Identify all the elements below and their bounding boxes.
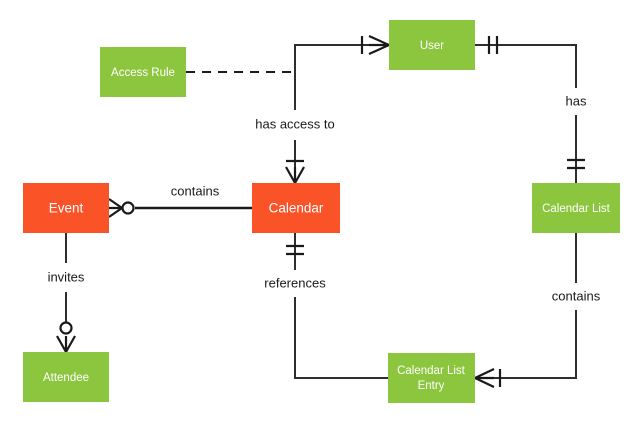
entity-event[interactable]: Event [23, 183, 109, 233]
entity-user[interactable]: User [389, 20, 475, 70]
edge-event-calendar [108, 198, 252, 218]
cardinality-exactly-one-calendar-bottom [286, 244, 304, 256]
relationship-label-has: has [566, 93, 587, 108]
relationship-label-invites: invites [48, 269, 85, 284]
cardinality-exactly-one-user-right [487, 36, 499, 54]
entity-calendar-list-box[interactable] [532, 183, 620, 233]
edge-calendarlist-contains-lower [475, 310, 577, 379]
entity-access-rule-label: Access Rule [111, 67, 175, 79]
entity-calendar-list-entry[interactable]: Calendar List Entry [388, 353, 475, 403]
entity-attendee[interactable]: Attendee [23, 352, 109, 402]
entity-user-box[interactable] [389, 20, 475, 70]
cardinality-zero-circle-attendee [59, 321, 73, 335]
edge-user-calendar [285, 34, 390, 184]
relationship-label-contains-calendar-list: contains [552, 288, 601, 303]
cardinality-exactly-one-calendarlist-top [567, 158, 585, 170]
entity-access-rule-box[interactable] [100, 47, 186, 97]
edge-calendar-calendarlistentry [286, 233, 388, 379]
cardinality-crowsfoot-attendee [56, 335, 76, 353]
entity-calendar-list-entry-label-line1: Calendar List [397, 365, 466, 377]
entity-calendar-box[interactable] [252, 183, 340, 233]
cardinality-crowsfoot-user [368, 34, 390, 56]
entity-attendee-box[interactable] [23, 352, 109, 402]
edge-user-calendarlist-upper [475, 44, 577, 88]
entity-calendar-list-label: Calendar List [542, 203, 611, 215]
edge-calendar-references-lower [294, 297, 388, 379]
entity-event-box[interactable] [23, 183, 109, 233]
entity-calendar[interactable]: Calendar [252, 183, 340, 233]
cardinality-crowsfoot-event [108, 198, 123, 218]
cardinality-zero-circle-event [121, 201, 135, 215]
entity-event-label: Event [49, 201, 84, 216]
entity-attendee-label: Attendee [43, 372, 89, 384]
edge-user-calendarlist [475, 36, 585, 183]
edge-calendarlist-calendarlistentry [474, 233, 577, 388]
relationship-label-has-access-to: has access to [255, 116, 335, 131]
entity-calendar-list[interactable]: Calendar List [532, 183, 620, 233]
relationship-label-contains-event: contains [171, 183, 220, 198]
entity-user-label: User [420, 40, 444, 52]
entity-calendar-list-entry-label-line2: Entry [418, 380, 445, 392]
entity-calendar-label: Calendar [269, 201, 324, 216]
cardinality-crowsfoot-calendarlistentry [474, 368, 495, 388]
edge-user-calendar-upper [294, 44, 389, 110]
cardinality-crowsfoot-calendar-top [285, 166, 305, 184]
entity-access-rule[interactable]: Access Rule [100, 47, 186, 97]
edge-event-attendee [56, 233, 76, 353]
relationship-label-references: references [264, 275, 326, 290]
entity-calendar-list-entry-box[interactable] [388, 353, 475, 403]
